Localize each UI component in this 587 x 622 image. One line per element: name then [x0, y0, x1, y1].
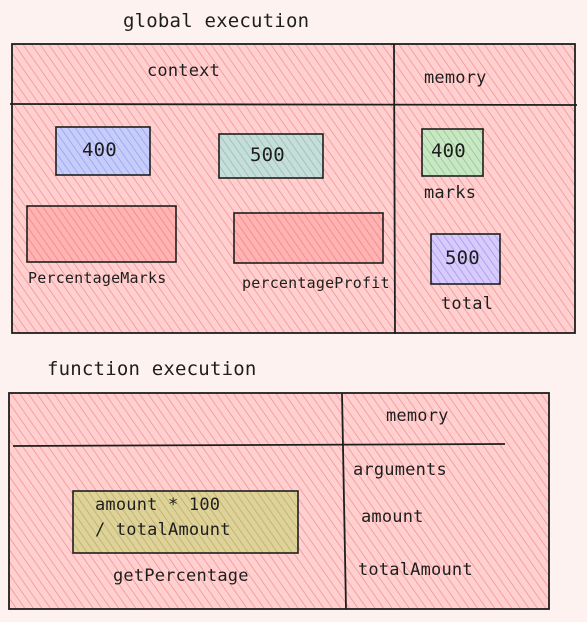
- memory-total-value: 500: [445, 247, 480, 269]
- memory-item-amount: amount: [361, 507, 424, 527]
- memory-total-label: total: [441, 294, 494, 314]
- memory-value-box-marks: [421, 128, 484, 177]
- global-memory-divider: [393, 43, 396, 335]
- global-memory-label: memory: [424, 68, 487, 88]
- context-function-label-percentage-profit: percentageProfit: [242, 274, 390, 292]
- context-function-label-percentage-marks: PercentageMarks: [28, 269, 167, 287]
- memory-value-box-total: [430, 233, 501, 285]
- memory-item-arguments: arguments: [353, 460, 447, 480]
- memory-marks-label: marks: [424, 183, 477, 203]
- function-name-label: getPercentage: [113, 566, 249, 586]
- context-function-box-percentage-marks: [26, 205, 177, 263]
- global-header-divider: [9, 103, 578, 106]
- function-code-line-2: / totalAmount: [95, 520, 231, 540]
- global-execution-panel: [11, 43, 576, 334]
- context-value-400: 400: [82, 139, 117, 161]
- function-memory-divider: [341, 392, 347, 610]
- memory-marks-value: 400: [431, 140, 466, 162]
- function-code-box: [72, 490, 299, 554]
- function-code-line-1: amount * 100: [95, 495, 221, 515]
- function-header-divider: [12, 443, 506, 447]
- memory-item-total-amount: totalAmount: [358, 560, 473, 580]
- function-execution-title: function execution: [47, 358, 257, 380]
- context-value-box-400: [55, 126, 151, 176]
- function-memory-label: memory: [386, 406, 449, 426]
- global-context-label: context: [147, 61, 221, 81]
- global-execution-title: global execution: [123, 10, 310, 32]
- context-function-box-percentage-profit: [233, 212, 384, 264]
- context-value-box-500: [218, 133, 324, 179]
- context-value-500: 500: [250, 144, 285, 166]
